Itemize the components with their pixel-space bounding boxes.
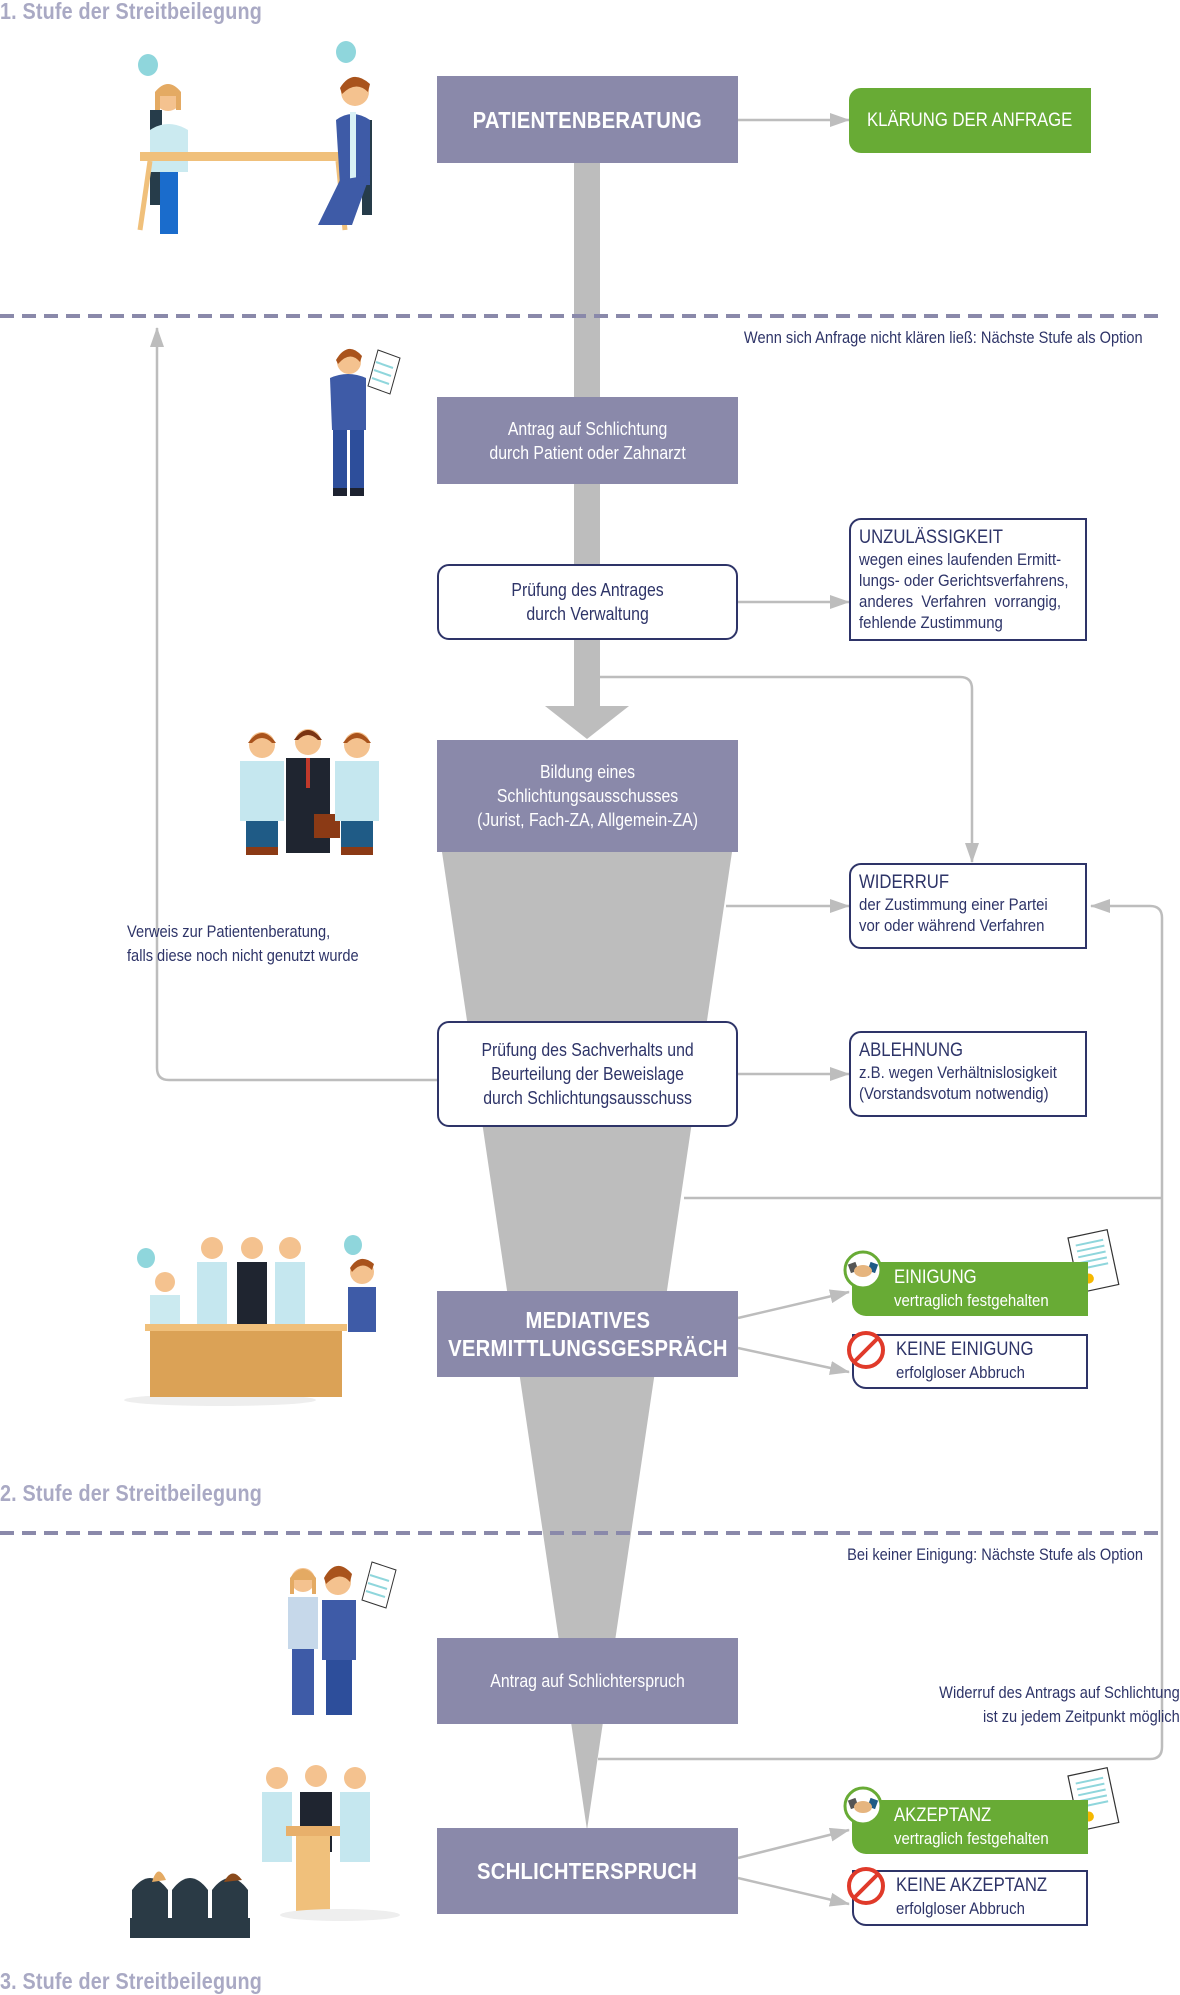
widerruf-anytime-note: Widerruf des Antrags auf Schlichtung ist…	[939, 1681, 1180, 1729]
arrow-to-widerruf-top	[600, 675, 979, 863]
stage-1-label: 1. Stufe der Streitbeilegung	[0, 0, 263, 24]
unzulaessigkeit-line: wegen eines laufenden Ermitt-	[859, 550, 1062, 569]
handshake-icon	[843, 1250, 883, 1290]
stage-1-next-note: Wenn sich Anfrage nicht klären ließ: Näc…	[744, 328, 1143, 347]
pruefung-antrag-line-1: Prüfung des Antrages	[511, 580, 664, 600]
widerruf-line: der Zustimmung einer Partei	[859, 895, 1048, 914]
applicant-illustration	[330, 348, 401, 496]
widerruf-note-line-2: ist zu jedem Zeitpunkt möglich	[983, 1707, 1180, 1726]
sachverhalt-line-3: durch Schlichtungsausschuss	[483, 1088, 692, 1108]
arrow-back-to-patientenberatung	[150, 327, 437, 1082]
couple-illustration	[288, 1561, 397, 1715]
pruefung-antrag-label: Prüfung des Antrages durch Verwaltung	[511, 578, 663, 626]
patientenberatung-box[interactable]: PATIENTENBERATUNG	[437, 76, 738, 163]
schlichterspruch-label: SCHLICHTERSPRUCH	[477, 1858, 698, 1884]
pruefung-antrag-line-2: durch Verwaltung	[526, 604, 649, 624]
mediation-line-1: MEDIATIVES	[525, 1307, 650, 1333]
consultation-illustration	[137, 41, 372, 234]
ablehnung-line: (Vorstandsvotum notwendig)	[859, 1084, 1049, 1103]
unzulaessigkeit-line: fehlende Zustimmung	[859, 613, 1003, 632]
arrow-to-akzeptanz	[737, 1827, 850, 1860]
ablehnung-line: z.B. wegen Verhältnislosigkeit	[859, 1063, 1057, 1082]
arrow-widerruf-anytime	[598, 899, 1164, 1761]
pruefung-sachverhalt-box[interactable]: Prüfung des Sachverhalts und Beurteilung…	[437, 1021, 738, 1127]
handshake-icon	[843, 1786, 883, 1826]
antrag-auf-schlichterspruch-box[interactable]: Antrag auf Schlichterspruch	[437, 1638, 738, 1724]
keine-akzeptanz-box[interactable]: KEINE AKZEPTANZ erfolgloser Abbruch	[852, 1870, 1088, 1926]
unzulaessigkeit-line: anderes Verfahren vorrangig,	[859, 592, 1062, 611]
keine-einigung-title: KEINE EINIGUNG	[896, 1339, 1034, 1360]
unzulaessigkeit-line: lungs- oder Gerichtsverfahrens,	[859, 571, 1069, 590]
widerruf-note-line-1: Widerruf des Antrags auf Schlichtung	[939, 1683, 1180, 1702]
schlichterspruch-box[interactable]: SCHLICHTERSPRUCH	[437, 1828, 738, 1914]
main-flow-arrowhead	[545, 706, 629, 739]
verweis-line-2: falls diese noch nicht genutzt wurde	[127, 946, 359, 965]
ablehnung-title: ABLEHNUNG	[859, 1040, 964, 1061]
einigung-title: EINIGUNG	[894, 1267, 977, 1288]
patientenberatung-label: PATIENTENBERATUNG	[472, 106, 703, 133]
stage-3-label: 3. Stufe der Streitbeilegung	[0, 1968, 263, 1994]
antrag-line-1: Antrag auf Schlichtung	[507, 418, 668, 439]
antrag-schlichterspruch-label: Antrag auf Schlichterspruch	[490, 1671, 685, 1691]
klaerung-der-anfrage-box[interactable]: KLÄRUNG DER ANFRAGE	[849, 88, 1091, 153]
widerruf-body: der Zustimmung einer Partei vor oder wäh…	[859, 894, 1081, 936]
ablehnung-body: z.B. wegen Verhältnislosigkeit (Vorstand…	[859, 1062, 1081, 1104]
mediation-label: MEDIATIVES VERMITTLUNGSGESPRÄCH	[448, 1306, 728, 1362]
committee-illustration	[240, 729, 379, 855]
klaerung-label: KLÄRUNG DER ANFRAGE	[867, 109, 1073, 131]
mediatives-vermittlungsgespraech-box[interactable]: MEDIATIVES VERMITTLUNGSGESPRÄCH	[437, 1291, 738, 1377]
akzeptanz-sub: vertraglich festgehalten	[894, 1829, 1049, 1848]
verweis-note: Verweis zur Patientenberatung, falls die…	[127, 920, 359, 968]
stage-2-next-note: Bei keiner Einigung: Nächste Stufe als O…	[847, 1545, 1143, 1564]
pruefung-sachverhalt-label: Prüfung des Sachverhalts und Beurteilung…	[481, 1038, 693, 1110]
antrag-auf-schlichtung-box[interactable]: Antrag auf Schlichtung durch Patient ode…	[437, 397, 738, 484]
einigung-sub: vertraglich festgehalten	[894, 1291, 1049, 1310]
akzeptanz-box[interactable]: AKZEPTANZ vertraglich festgehalten	[852, 1800, 1088, 1854]
mediation-line-2: VERMITTLUNGSGESPRÄCH	[447, 1335, 728, 1361]
widerruf-box[interactable]: WIDERRUF der Zustimmung einer Partei vor…	[849, 863, 1087, 949]
widerruf-line: vor oder während Verfahren	[859, 916, 1045, 935]
bildung-line-2: Schlichtungsausschusses	[496, 786, 679, 806]
bildung-label: Bildung eines Schlichtungsausschusses (J…	[477, 760, 698, 832]
keine-akzeptanz-title: KEINE AKZEPTANZ	[896, 1875, 1048, 1896]
prohibited-icon	[847, 1867, 885, 1905]
mediation-illustration	[124, 1235, 376, 1406]
keine-einigung-sub: erfolgloser Abbruch	[896, 1363, 1025, 1382]
verweis-line-1: Verweis zur Patientenberatung,	[127, 922, 331, 941]
arrow-to-einigung	[737, 1289, 850, 1320]
ablehnung-box[interactable]: ABLEHNUNG z.B. wegen Verhältnislosigkeit…	[849, 1031, 1087, 1117]
prohibited-icon	[847, 1331, 885, 1369]
sachverhalt-line-1: Prüfung des Sachverhalts und	[481, 1040, 694, 1060]
unzulaessigkeit-box[interactable]: UNZULÄSSIGKEIT wegen eines laufenden Erm…	[849, 518, 1087, 641]
verdict-illustration	[130, 1765, 400, 1938]
pruefung-des-antrages-box[interactable]: Prüfung des Antrages durch Verwaltung	[437, 564, 738, 640]
unzulaessigkeit-title: UNZULÄSSIGKEIT	[859, 527, 1004, 548]
einigung-box[interactable]: EINIGUNG vertraglich festgehalten	[852, 1262, 1088, 1316]
antrag-line-2: durch Patient oder Zahnarzt	[489, 442, 686, 463]
bildung-line-1: Bildung eines	[539, 762, 636, 782]
stage-2-label: 2. Stufe der Streitbeilegung	[0, 1480, 263, 1506]
akzeptanz-title: AKZEPTANZ	[894, 1805, 992, 1826]
keine-einigung-box[interactable]: KEINE EINIGUNG erfolgloser Abbruch	[852, 1334, 1088, 1389]
widerruf-title: WIDERRUF	[859, 872, 950, 893]
arrow-to-keine-akzeptanz	[737, 1876, 850, 1907]
sachverhalt-line-2: Beurteilung der Beweislage	[491, 1064, 684, 1084]
arrow-to-keine-einigung	[737, 1346, 850, 1375]
unzulaessigkeit-body: wegen eines laufenden Ermitt- lungs- ode…	[859, 549, 1081, 633]
antrag-label: Antrag auf Schlichtung durch Patient ode…	[489, 417, 685, 465]
bildung-line-3: (Jurist, Fach-ZA, Allgemein-ZA)	[477, 810, 698, 830]
bildung-schlichtungsausschuss-box[interactable]: Bildung eines Schlichtungsausschusses (J…	[437, 740, 738, 852]
keine-akzeptanz-sub: erfolgloser Abbruch	[896, 1899, 1025, 1918]
